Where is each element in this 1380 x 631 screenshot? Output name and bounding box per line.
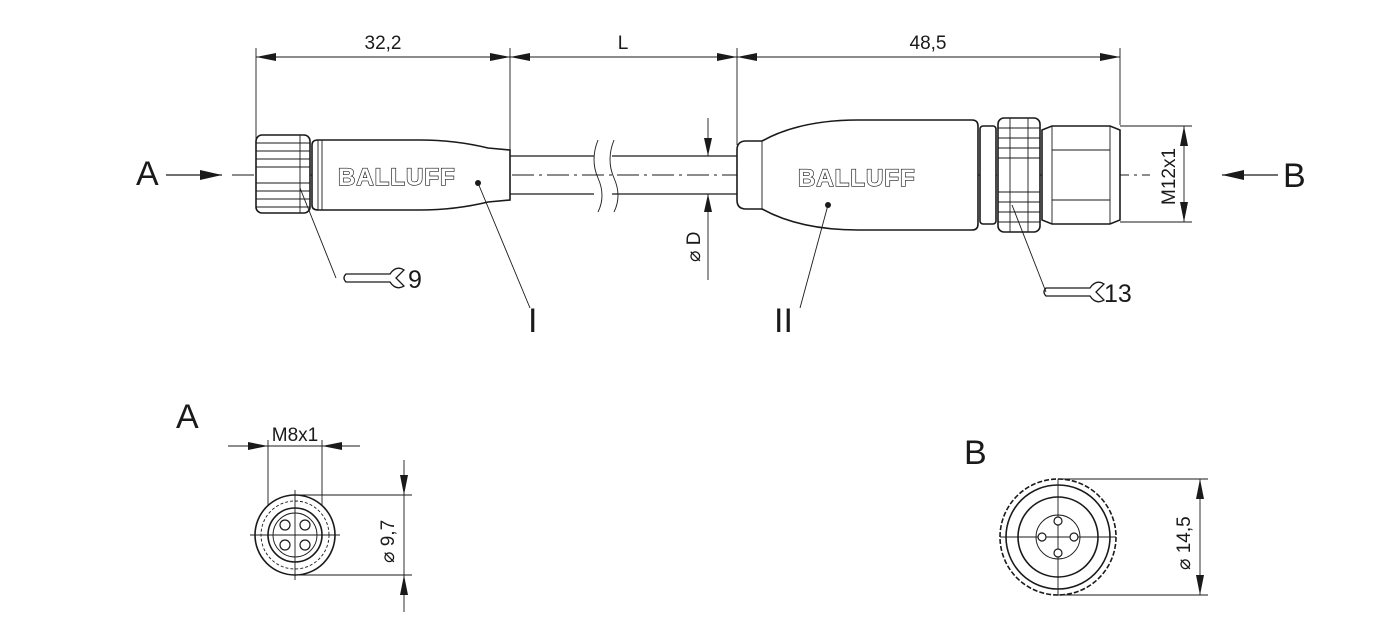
connector-i: BALLUFF xyxy=(255,134,511,214)
dimension-diameter-a: ⌀ 9,7 xyxy=(378,520,399,563)
view-arrow-a: A xyxy=(136,155,222,193)
cable: ⌀ D xyxy=(510,118,737,280)
connector-ii: BALLUFF M12x1 xyxy=(736,117,1192,233)
view-a-socket-face: A M8x1 ⌀ 9,7 xyxy=(176,398,412,612)
connector-label-ii: II xyxy=(774,302,793,340)
dimension-left-length: 32,2 xyxy=(365,33,402,54)
dimension-cable-diameter: ⌀ D xyxy=(684,232,705,262)
brand-logo-right: BALLUFF xyxy=(798,165,916,192)
dimension-thread-a: M8x1 xyxy=(272,425,318,446)
connector-label-i: I xyxy=(528,302,537,340)
view-arrow-b: B xyxy=(1222,157,1306,195)
wrench-size-left: 9 xyxy=(408,266,422,294)
top-dimension-chain: 32,2 L 48,5 xyxy=(255,33,1121,165)
wrench-icon xyxy=(343,267,406,289)
dimension-diameter-b: ⌀ 14,5 xyxy=(1174,516,1195,570)
dimension-thread-b: M12x1 xyxy=(1159,148,1180,205)
wrench-icon xyxy=(1043,281,1106,303)
view-b-plug-face: B ⌀ 14,5 xyxy=(964,434,1208,596)
end-label-b: B xyxy=(1283,157,1306,195)
dimension-right-length: 48,5 xyxy=(910,33,947,54)
view-label-b: B xyxy=(964,434,987,472)
end-label-a: A xyxy=(136,155,159,193)
wrench-size-right: 13 xyxy=(1104,280,1132,308)
dimension-cable-length: L xyxy=(618,33,629,54)
leader-lines xyxy=(299,182,1047,309)
view-label-a: A xyxy=(176,398,199,436)
brand-logo-left: BALLUFF xyxy=(338,164,456,191)
